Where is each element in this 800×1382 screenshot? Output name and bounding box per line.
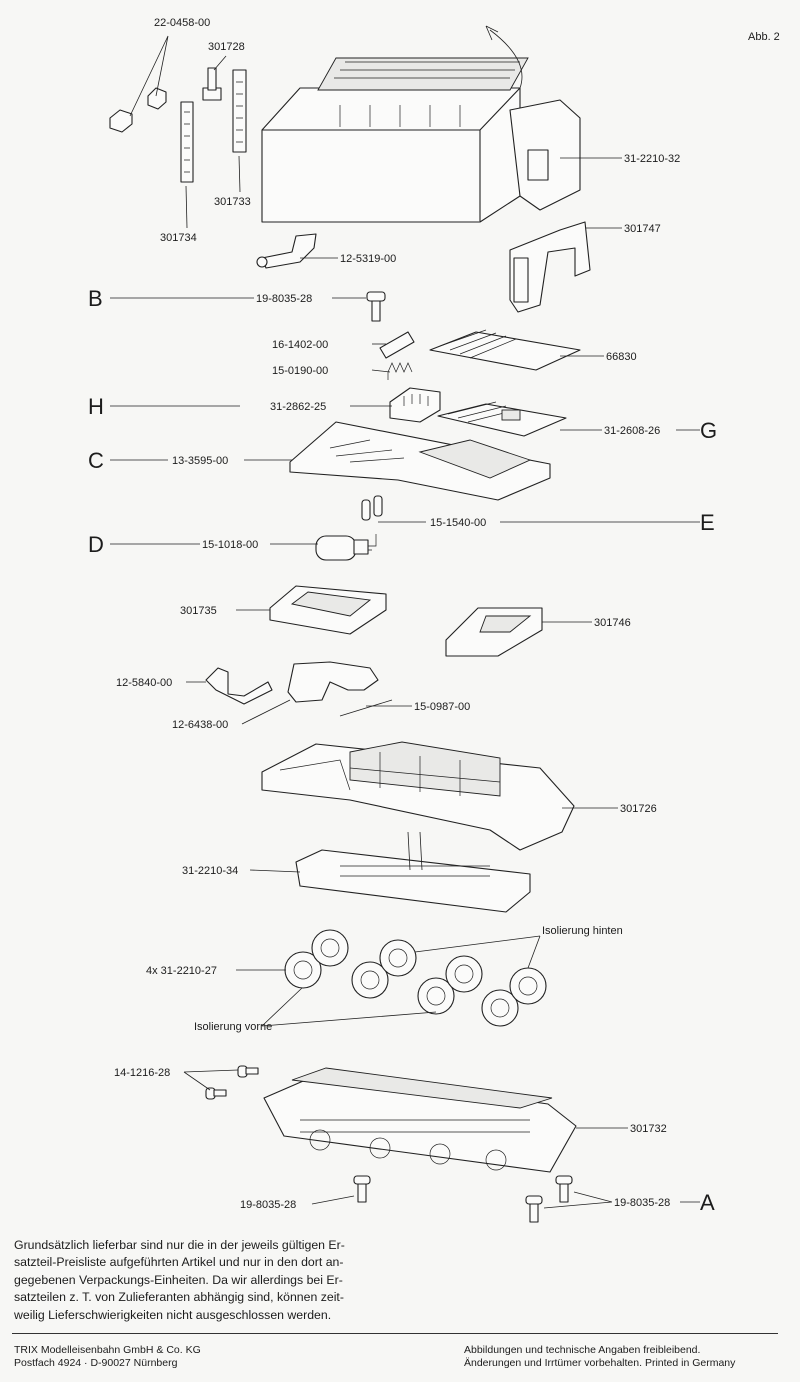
- note-line: satzteil-Preisliste aufgeführten Artikel…: [14, 1255, 344, 1270]
- label-22-0458-00: 22-0458-00: [154, 17, 210, 29]
- label-301734: 301734: [160, 232, 197, 244]
- letter-H: H: [88, 394, 104, 419]
- part-13-3595-00-drawing: [289, 421, 551, 501]
- label-31-2862-25: 31-2862-25: [270, 401, 326, 413]
- label-19-8035-28-bottom: 19-8035-28: [240, 1199, 296, 1211]
- label-15-0190-00: 15-0190-00: [272, 365, 328, 377]
- part-301732-drawing: [263, 1067, 577, 1173]
- label-12-5840-00: 12-5840-00: [116, 677, 172, 689]
- part-301746-drawing: [445, 607, 543, 657]
- letter-E: E: [700, 510, 715, 535]
- company-name: TRIX Modelleisenbahn GmbH & Co. KG: [14, 1344, 201, 1356]
- label-301726: 301726: [620, 803, 657, 815]
- label-16-1402-00: 16-1402-00: [272, 339, 328, 351]
- label-31-2608-26: 31-2608-26: [604, 425, 660, 437]
- part-12-5319-00-drawing: [256, 233, 317, 269]
- letter-C: C: [88, 448, 104, 473]
- label-12-5319-00: 12-5319-00: [340, 253, 396, 265]
- label-14-1216-28: 14-1216-28: [114, 1067, 170, 1079]
- letter-D: D: [88, 532, 104, 557]
- figure-tag: Abb. 2: [748, 31, 780, 43]
- part-66830-drawing: [429, 329, 581, 371]
- label-31-2210-32: 31-2210-32: [624, 153, 680, 165]
- label-4x-31-2210-27: 4x 31-2210-27: [146, 965, 217, 977]
- note-line: weilig Lieferschwierigkeiten nicht ausge…: [14, 1307, 332, 1322]
- part-14-1216-28-drawing: [205, 1065, 259, 1100]
- footer-company: TRIX Modelleisenbahn GmbH & Co. KG Postf…: [14, 1344, 201, 1370]
- footer-divider: [12, 1333, 778, 1334]
- label-15-1018-00: 15-1018-00: [202, 539, 258, 551]
- part-31-2210-27-drawing: [284, 929, 547, 1027]
- label-13-3595-00: 13-3595-00: [172, 455, 228, 467]
- disclaimer-line: Änderungen und Irrtümer vorbehalten. Pri…: [464, 1357, 736, 1369]
- part-15-1540-00-drawing: [361, 495, 383, 521]
- part-15-1018-00-drawing: [315, 534, 377, 561]
- label-isolierung-hinten: Isolierung hinten: [542, 925, 623, 937]
- availability-note: Grundsätzlich lieferbar sind nur die in …: [14, 1237, 386, 1324]
- part-15-0987-00-drawing: [339, 699, 393, 717]
- label-15-1540-00: 15-1540-00: [430, 517, 486, 529]
- label-301728: 301728: [208, 41, 245, 53]
- part-31-2862-25-drawing: [389, 387, 441, 423]
- part-19-8035-28-bottom-drawing: [353, 1175, 573, 1223]
- label-12-6438-00: 12-6438-00: [172, 719, 228, 731]
- part-12-5840-00-drawing: [205, 667, 273, 705]
- letter-B: B: [88, 286, 103, 311]
- part-12-6438-00-drawing: [287, 661, 379, 703]
- label-31-2210-34: 31-2210-34: [182, 865, 238, 877]
- part-301747-drawing: [509, 221, 591, 313]
- part-31-2608-26-drawing: [437, 401, 567, 437]
- disclaimer-line: Abbildungen und technische Angaben freib…: [464, 1344, 701, 1356]
- label-301747: 301747: [624, 223, 661, 235]
- label-19-8035-28-A: 19-8035-28: [614, 1197, 670, 1209]
- company-address: Postfach 4924 · D-90027 Nürnberg: [14, 1357, 178, 1369]
- label-15-0987-00: 15-0987-00: [414, 701, 470, 713]
- part-22-0458-00-drawing: [109, 87, 167, 133]
- label-301733: 301733: [214, 196, 251, 208]
- leader-lines: [110, 35, 700, 1209]
- note-line: Grundsätzlich lieferbar sind nur die in …: [14, 1238, 345, 1252]
- label-301735: 301735: [180, 605, 217, 617]
- letter-A: A: [700, 1190, 715, 1215]
- note-line: satzteilen z. T. von Zulieferanten abhän…: [14, 1290, 344, 1305]
- label-66830: 66830: [606, 351, 637, 363]
- footer-disclaimer: Abbildungen und technische Angaben freib…: [464, 1344, 735, 1370]
- label-isolierung-vorne: Isolierung vorne: [194, 1021, 272, 1033]
- part-31-2210-32-drawing: [261, 25, 581, 223]
- part-31-2210-34-drawing: [295, 831, 531, 913]
- label-301746: 301746: [594, 617, 631, 629]
- letter-G: G: [700, 418, 717, 443]
- part-19-8035-28-top-drawing: [366, 291, 386, 322]
- part-301733-drawing: [232, 69, 247, 153]
- part-labels: 22-0458-00 301728 301734 301733 31-2210-…: [88, 17, 717, 1215]
- part-301734-drawing: [180, 101, 194, 183]
- part-301735-drawing: [269, 585, 387, 635]
- part-301726-drawing: [261, 741, 575, 851]
- label-19-8035-28-top: 19-8035-28: [256, 293, 312, 305]
- note-line: gegebenen Verpackungs-Einheiten. Da wir …: [14, 1272, 343, 1287]
- label-301732: 301732: [630, 1123, 667, 1135]
- part-301728-drawing: [202, 67, 222, 101]
- part-16-1402-00-drawing: [379, 331, 415, 359]
- part-15-0190-00-drawing: [387, 362, 413, 380]
